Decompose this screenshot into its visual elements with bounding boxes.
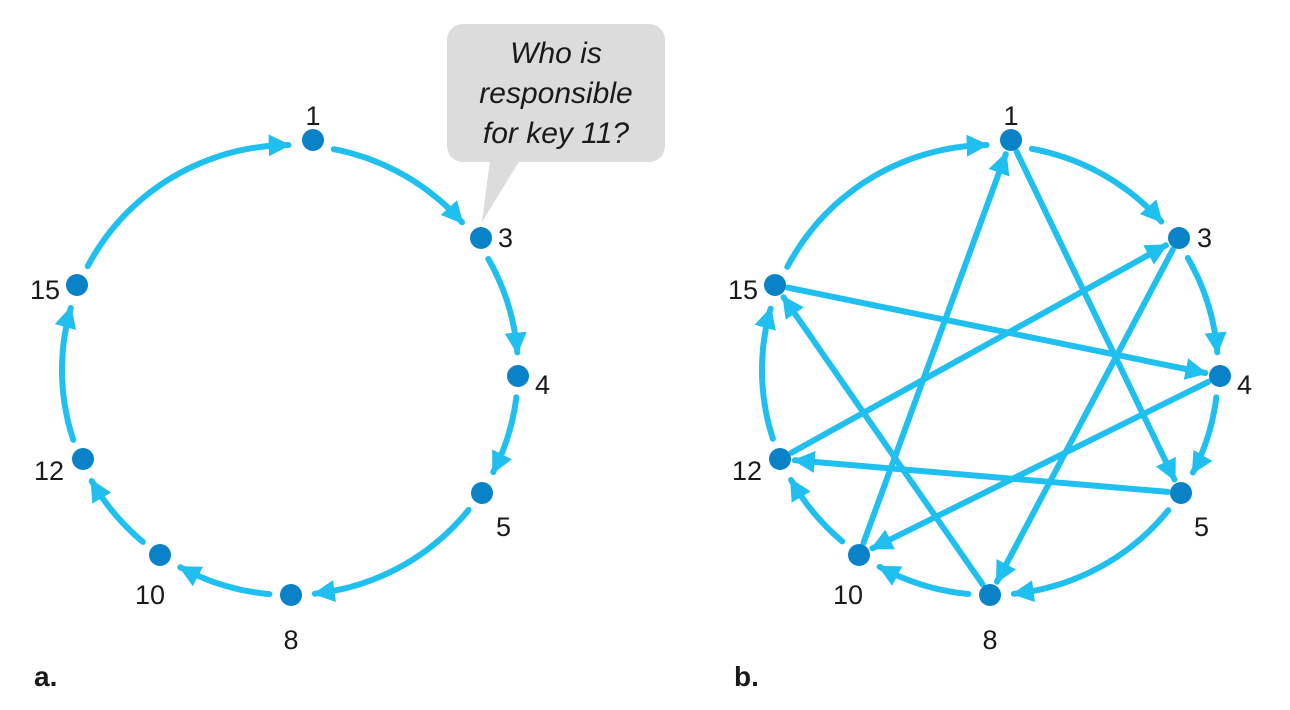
panel-b-ring-edge-8-to-10 <box>876 563 972 597</box>
panel-a-edge-4-to-5 <box>490 394 520 476</box>
panel-b-shortcut-edge-8-to-15 <box>780 294 986 588</box>
panel-a-label: a. <box>34 661 57 692</box>
panel-b-shortcut-edge-5-to-12 <box>791 451 1171 495</box>
panel-b-nodes: 1 3 4 5 8 10 12 15 <box>728 101 1252 655</box>
b-node-label-1: 1 <box>1003 101 1018 131</box>
panel-b-ring-edge-1-to-3 <box>1028 145 1165 225</box>
speech-bubble-box <box>447 24 665 162</box>
a-node-label-3: 3 <box>498 223 513 253</box>
a-node-label-8: 8 <box>283 625 298 655</box>
bubble-line-3: for key 11? <box>483 117 630 150</box>
a-node-5 <box>471 482 493 504</box>
b-node-12 <box>769 448 791 470</box>
b-node-3 <box>1168 227 1190 249</box>
b-node-label-8: 8 <box>982 625 997 655</box>
a-node-12 <box>72 448 94 470</box>
b-node-label-12: 12 <box>732 456 762 486</box>
panel-b-shortcut-edge-3-to-8 <box>994 246 1176 585</box>
b-node-4 <box>1209 365 1231 387</box>
a-node-10 <box>149 544 171 566</box>
b-node-label-5: 5 <box>1194 512 1209 542</box>
b-node-1 <box>1000 129 1022 151</box>
panel-a-edge-8-to-10 <box>177 564 273 598</box>
a-node-label-10: 10 <box>135 580 165 610</box>
panel-b-shortcut-edge-15-to-4 <box>784 284 1209 380</box>
panel-b: 1 3 4 5 8 10 12 15 b. <box>728 101 1252 692</box>
panel-a-edge-1-to-3 <box>330 146 465 226</box>
panel-b-shortcut-edge-4-to-10 <box>869 378 1212 552</box>
panel-b-ring-edge-10-to-12 <box>788 477 846 545</box>
b-node-label-4: 4 <box>1237 370 1252 400</box>
panel-a-edge-15-to-1 <box>84 134 292 270</box>
panel-b-shortcut-edge-1-to-5 <box>1013 148 1178 483</box>
b-node-label-3: 3 <box>1197 223 1212 253</box>
panel-a-edge-10-to-12 <box>88 478 146 545</box>
panel-b-label: b. <box>734 661 759 692</box>
a-node-label-12: 12 <box>34 456 64 486</box>
panel-b-ring-edge-12-to-15 <box>754 305 776 442</box>
b-node-label-15: 15 <box>728 275 758 305</box>
panel-a-edge-5-to-8 <box>311 506 472 602</box>
panel-a: 1 3 4 5 8 10 12 15 Who is responsible for key 1… <box>30 24 665 692</box>
panel-b-shortcut-edge-12-to-3 <box>788 242 1169 456</box>
panel-b-ring-edge-3-to-4 <box>1184 255 1227 356</box>
a-node-label-4: 4 <box>535 370 550 400</box>
panel-b-ring-edge-4-to-5 <box>1189 394 1220 476</box>
a-node-8 <box>280 584 302 606</box>
panel-b-shortcut-edge-10-to-1 <box>860 151 1010 546</box>
a-node-15 <box>66 274 88 296</box>
b-node-10 <box>848 544 870 566</box>
panel-b-ring-edge-15-to-1 <box>784 134 990 270</box>
a-node-3 <box>470 227 492 249</box>
panel-a-edges <box>54 134 527 602</box>
a-node-label-1: 1 <box>305 101 320 131</box>
a-node-label-5: 5 <box>496 512 511 542</box>
a-node-1 <box>302 129 324 151</box>
b-node-8 <box>979 584 1001 606</box>
panel-b-ring-edge-5-to-8 <box>1010 507 1172 603</box>
panel-a-nodes: 1 3 4 5 8 10 12 15 <box>30 101 550 655</box>
panel-a-edge-3-to-4 <box>485 256 527 356</box>
bubble-line-2: responsible <box>479 77 632 110</box>
b-node-5 <box>1170 482 1192 504</box>
query-speech-bubble: Who is responsible for key 11? <box>447 24 665 222</box>
b-node-15 <box>764 274 786 296</box>
speech-bubble-tail <box>482 160 520 222</box>
a-node-4 <box>507 365 529 387</box>
bubble-line-1: Who is <box>510 37 602 70</box>
a-node-label-15: 15 <box>30 275 60 305</box>
panel-a-edge-12-to-15 <box>54 305 77 443</box>
b-node-label-10: 10 <box>833 580 863 610</box>
panel-b-edges <box>754 134 1227 603</box>
